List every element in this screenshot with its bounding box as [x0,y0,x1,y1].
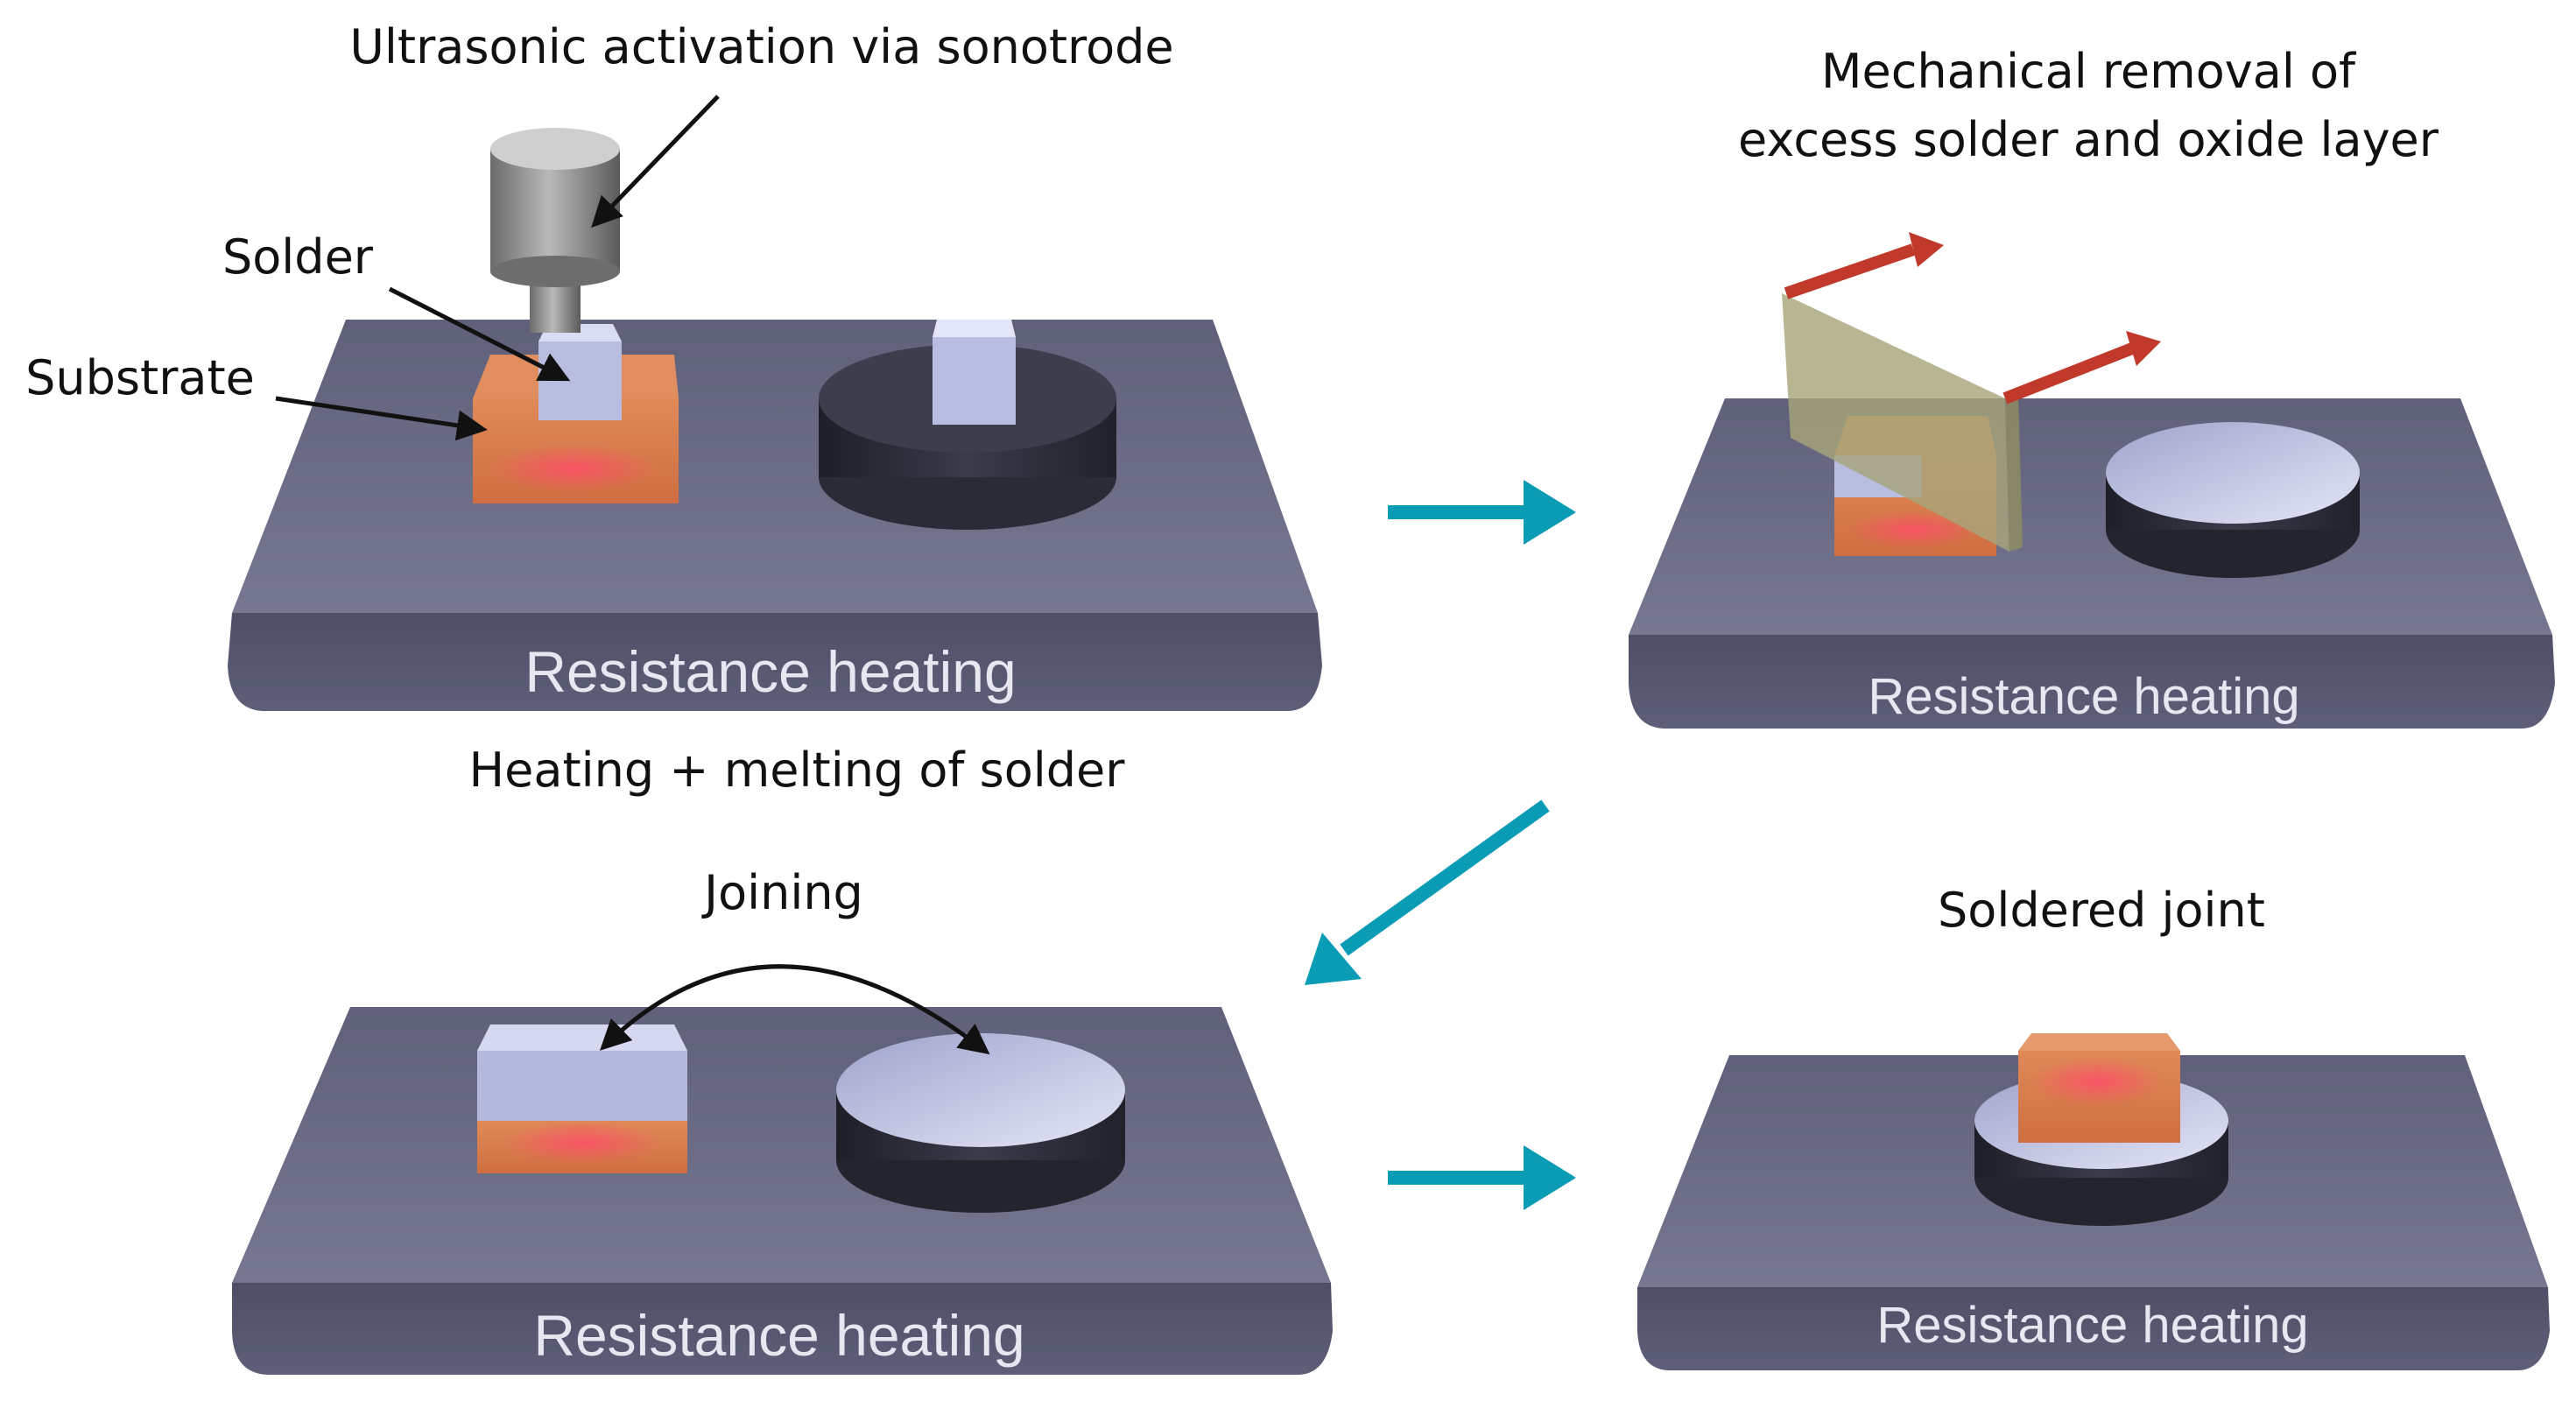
arrow-sonotrode [591,95,720,229]
soldered-assembly [1974,1033,2228,1226]
step3-panel: Resistance heating Joining [232,865,1333,1375]
arrow-substrate [275,396,488,441]
flow-arrow-step1-to-step2 [1388,480,1576,545]
joining-arrow [599,964,990,1055]
heating-plate-step1: Resistance heating [228,320,1322,711]
label-substrate: Substrate [25,350,255,405]
step1-panel: Resistance heating [25,19,1322,798]
label-solder: Solder [222,229,374,285]
sonotrode-tool [490,128,620,333]
flow-arrow-step3-to-step4 [1388,1145,1576,1210]
removal-arrow-top [1784,232,1944,299]
coated-disc-step2 [2106,422,2360,578]
label-sonotrode: Ultrasonic activation via sonotrode [349,19,1173,74]
scraper-blade [1782,293,2023,552]
heating-plate-step2: Resistance heating [1629,398,2555,729]
removal-arrow-bottom [2002,331,2161,405]
label-mechanical-removal-line1: Mechanical removal of [1821,44,2357,99]
label-joining: Joining [701,865,863,920]
label-heating-melting: Heating + melting of solder [469,743,1126,798]
substrate-block-step3 [477,1024,687,1173]
substrate-block [473,355,679,503]
step2-panel: Resistance heating Mechanical [1629,44,2555,729]
plate-label-step4: Resistance heating [1876,1297,2308,1354]
label-mechanical-removal-line2: excess solder and oxide layer [1738,112,2439,167]
coated-disc-step3 [836,1033,1125,1213]
solder-cube-on-disc [933,320,1016,425]
flow-arrow-step2-to-step3 [1305,799,1550,985]
plate-label-step1: Resistance heating [524,639,1016,704]
label-soldered-joint: Soldered joint [1938,883,2265,938]
heating-plate-step3: Resistance heating [232,1007,1333,1375]
step4-panel: Resistance heating Soldered joint [1637,883,2550,1370]
arrow-solder [388,286,571,382]
plate-label-step2: Resistance heating [1868,668,2299,725]
plate-label-step3: Resistance heating [533,1303,1024,1368]
